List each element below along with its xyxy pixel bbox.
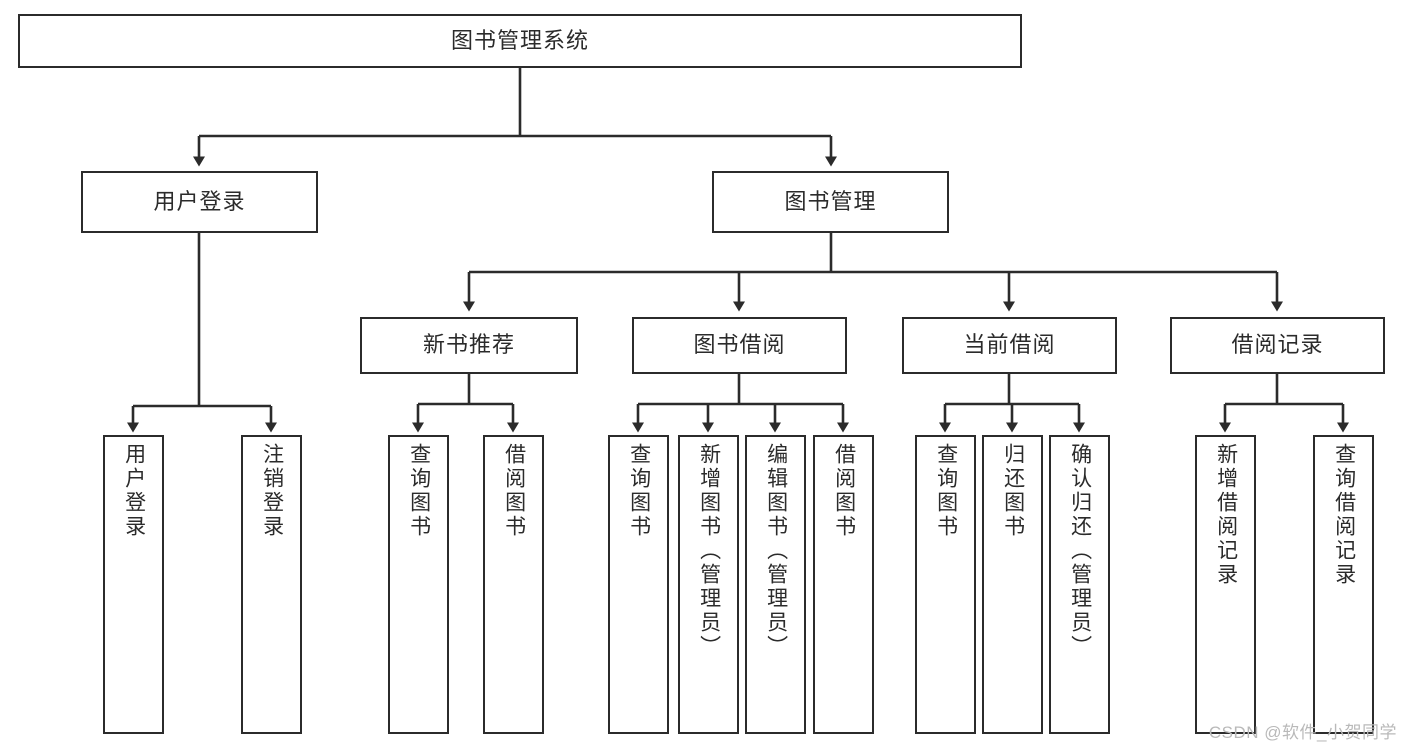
node-new-book-recommend-label: 新书推荐 — [422, 332, 515, 358]
leaf-borrow-book-label: 借阅图书 — [832, 443, 856, 539]
leaf-query-borrow-record[interactable]: 查询借阅记录 — [1313, 435, 1374, 734]
leaf-confirm-return-admin[interactable]: 确认归还（管理员） — [1049, 435, 1110, 734]
leaf-borrow-book[interactable]: 借阅图书 — [813, 435, 874, 734]
node-book-borrow[interactable]: 图书借阅 — [632, 317, 847, 374]
leaf-confirm-return-admin-label: 确认归还（管理员） — [1068, 443, 1092, 659]
leaf-borrow-book-newbook-label: 借阅图书 — [502, 443, 526, 539]
node-book-borrow-label: 图书借阅 — [693, 332, 786, 358]
leaf-user-login[interactable]: 用户登录 — [103, 435, 164, 734]
node-user-login[interactable]: 用户登录 — [81, 171, 318, 233]
leaf-query-book-borrow[interactable]: 查询图书 — [608, 435, 669, 734]
node-user-login-label: 用户登录 — [153, 188, 246, 214]
leaf-borrow-book-newbook[interactable]: 借阅图书 — [483, 435, 544, 734]
node-root-label: 图书管理系统 — [450, 27, 589, 53]
node-current-borrow[interactable]: 当前借阅 — [902, 317, 1117, 374]
leaf-add-book-admin[interactable]: 新增图书（管理员） — [678, 435, 739, 734]
leaf-logout-label: 注销登录 — [260, 443, 284, 539]
node-borrow-records[interactable]: 借阅记录 — [1170, 317, 1385, 374]
watermark: CSDN @软件_小贺同学 — [1208, 723, 1397, 742]
node-root[interactable]: 图书管理系统 — [18, 14, 1022, 68]
node-borrow-records-label: 借阅记录 — [1231, 332, 1324, 358]
leaf-query-book-newbook[interactable]: 查询图书 — [388, 435, 449, 734]
node-new-book-recommend[interactable]: 新书推荐 — [360, 317, 578, 374]
leaf-add-borrow-record-label: 新增借阅记录 — [1214, 443, 1238, 587]
leaf-query-book-newbook-label: 查询图书 — [407, 443, 431, 539]
leaf-query-book-current-label: 查询图书 — [934, 443, 958, 539]
leaf-return-book[interactable]: 归还图书 — [982, 435, 1043, 734]
node-current-borrow-label: 当前借阅 — [963, 332, 1056, 358]
node-book-management-label: 图书管理 — [784, 188, 877, 214]
leaf-add-borrow-record[interactable]: 新增借阅记录 — [1195, 435, 1256, 734]
node-book-management[interactable]: 图书管理 — [712, 171, 949, 233]
leaf-edit-book-admin-label: 编辑图书（管理员） — [764, 443, 788, 659]
leaf-query-book-borrow-label: 查询图书 — [627, 443, 651, 539]
leaf-query-borrow-record-label: 查询借阅记录 — [1332, 443, 1356, 587]
leaf-return-book-label: 归还图书 — [1001, 443, 1025, 539]
leaf-logout[interactable]: 注销登录 — [241, 435, 302, 734]
leaf-user-login-label: 用户登录 — [122, 443, 146, 539]
leaf-query-book-current[interactable]: 查询图书 — [915, 435, 976, 734]
leaf-add-book-admin-label: 新增图书（管理员） — [697, 443, 721, 659]
leaf-edit-book-admin[interactable]: 编辑图书（管理员） — [745, 435, 806, 734]
